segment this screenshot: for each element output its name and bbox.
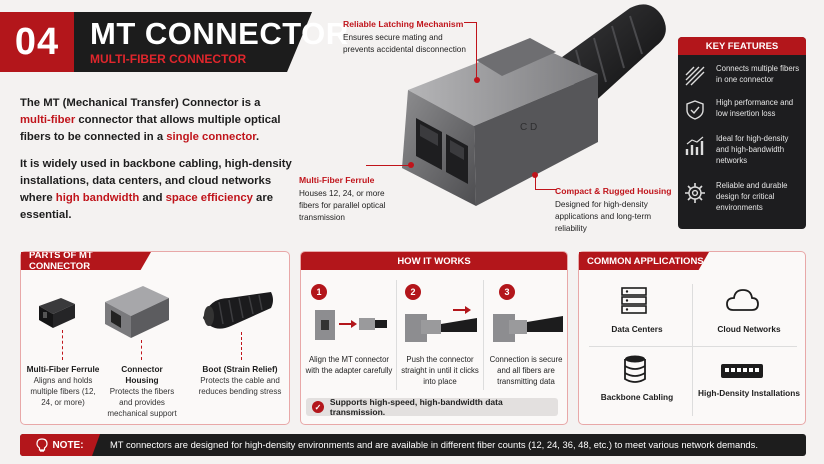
fibers-icon bbox=[685, 66, 705, 86]
note-label-box: NOTE: bbox=[20, 434, 100, 456]
page-title: MT CONNECTOR bbox=[90, 16, 349, 51]
step-number: 2 bbox=[405, 284, 421, 300]
how-it-works-card: HOW IT WORKS 1 Align the MT connector wi… bbox=[300, 251, 568, 425]
callout-line-latching bbox=[464, 22, 476, 23]
step-1-image bbox=[315, 310, 387, 340]
boot-image bbox=[203, 292, 273, 329]
callout-ferrule: Multi-Fiber Ferrule Houses 12, 24, or mo… bbox=[299, 175, 386, 222]
applications-card: COMMON APPLICATIONS Data Centers Cloud N… bbox=[578, 251, 806, 425]
app-label: Cloud Networks bbox=[717, 324, 781, 334]
page-subtitle: MULTI-FIBER CONNECTOR bbox=[90, 52, 247, 66]
parts-title: PARTS OF MT CONNECTOR bbox=[21, 252, 151, 270]
app-label: High-Density Installations bbox=[698, 388, 800, 398]
cloud-icon bbox=[726, 289, 759, 311]
app-label: Backbone Cabling bbox=[600, 392, 674, 402]
housing-image bbox=[105, 286, 169, 338]
section-number: 04 bbox=[0, 12, 74, 72]
callout-latching: Reliable Latching Mechanism Ensures secu… bbox=[343, 19, 466, 54]
key-features-panel: KEY FEATURES Connects multiple fibers in… bbox=[678, 37, 806, 229]
mt-connector-illustration: C D bbox=[402, 4, 666, 206]
intro-paragraph-2: It is widely used in backbone cabling, h… bbox=[20, 158, 292, 221]
step-text: Connection is secure and all fibers are … bbox=[489, 355, 563, 386]
callout-line-latching-v bbox=[476, 22, 477, 80]
server-rack-icon bbox=[621, 287, 647, 314]
how-summary-bar: ✓ Supports high-speed, high-bandwidth da… bbox=[306, 397, 558, 417]
step-divider bbox=[396, 280, 397, 390]
ferrule-image bbox=[39, 298, 75, 328]
step-3-image bbox=[493, 314, 563, 342]
step-text: Push the connector straight in until it … bbox=[401, 355, 479, 386]
database-icon bbox=[624, 355, 646, 383]
app-divider bbox=[692, 284, 693, 416]
parts-connector-line bbox=[241, 332, 242, 360]
svg-text:C D: C D bbox=[520, 122, 537, 133]
callout-line-ferrule bbox=[366, 165, 410, 166]
callout-line-compact bbox=[535, 176, 557, 190]
lightbulb-icon bbox=[36, 438, 49, 452]
step-2-image bbox=[405, 306, 477, 342]
note-label: NOTE: bbox=[52, 439, 84, 451]
how-title: HOW IT WORKS bbox=[301, 252, 567, 270]
switch-icon bbox=[721, 364, 763, 378]
note-bar: NOTE: MT connectors are designed for hig… bbox=[20, 434, 806, 456]
step-number: 1 bbox=[311, 284, 327, 300]
parts-card: PARTS OF MT CONNECTOR Multi-Fiber Ferrul… bbox=[20, 251, 290, 425]
step-text: Align the MT connector with the adapter … bbox=[305, 355, 393, 375]
feature-item: Ideal for high-density and high-bandwidt… bbox=[684, 133, 802, 169]
applications-title: COMMON APPLICATIONS bbox=[579, 252, 709, 270]
step-divider bbox=[483, 280, 484, 390]
bar-chart-icon bbox=[685, 136, 704, 155]
feature-item: High performance and low insertion loss bbox=[684, 97, 802, 133]
callout-compact: Compact & Rugged Housing Designed for hi… bbox=[555, 186, 672, 233]
part-item: Boot (Strain Relief)Protects the cable a… bbox=[198, 364, 282, 396]
step-number: 3 bbox=[499, 284, 515, 300]
key-features-title: KEY FEATURES bbox=[678, 37, 806, 55]
parts-connector-line bbox=[141, 340, 142, 360]
app-label: Data Centers bbox=[611, 324, 663, 334]
gear-icon bbox=[685, 183, 705, 203]
note-text: MT connectors are designed for high-dens… bbox=[110, 439, 758, 450]
parts-connector-line bbox=[62, 330, 63, 360]
intro-paragraph-1: The MT (Mechanical Transfer) Connector i… bbox=[20, 97, 281, 143]
check-icon: ✓ bbox=[312, 401, 324, 413]
feature-item: Reliable and durable design for critical… bbox=[684, 180, 802, 216]
feature-item: Connects multiple fibers in one connecto… bbox=[684, 63, 802, 99]
app-divider-h bbox=[589, 346, 797, 347]
shield-check-icon bbox=[686, 100, 704, 120]
